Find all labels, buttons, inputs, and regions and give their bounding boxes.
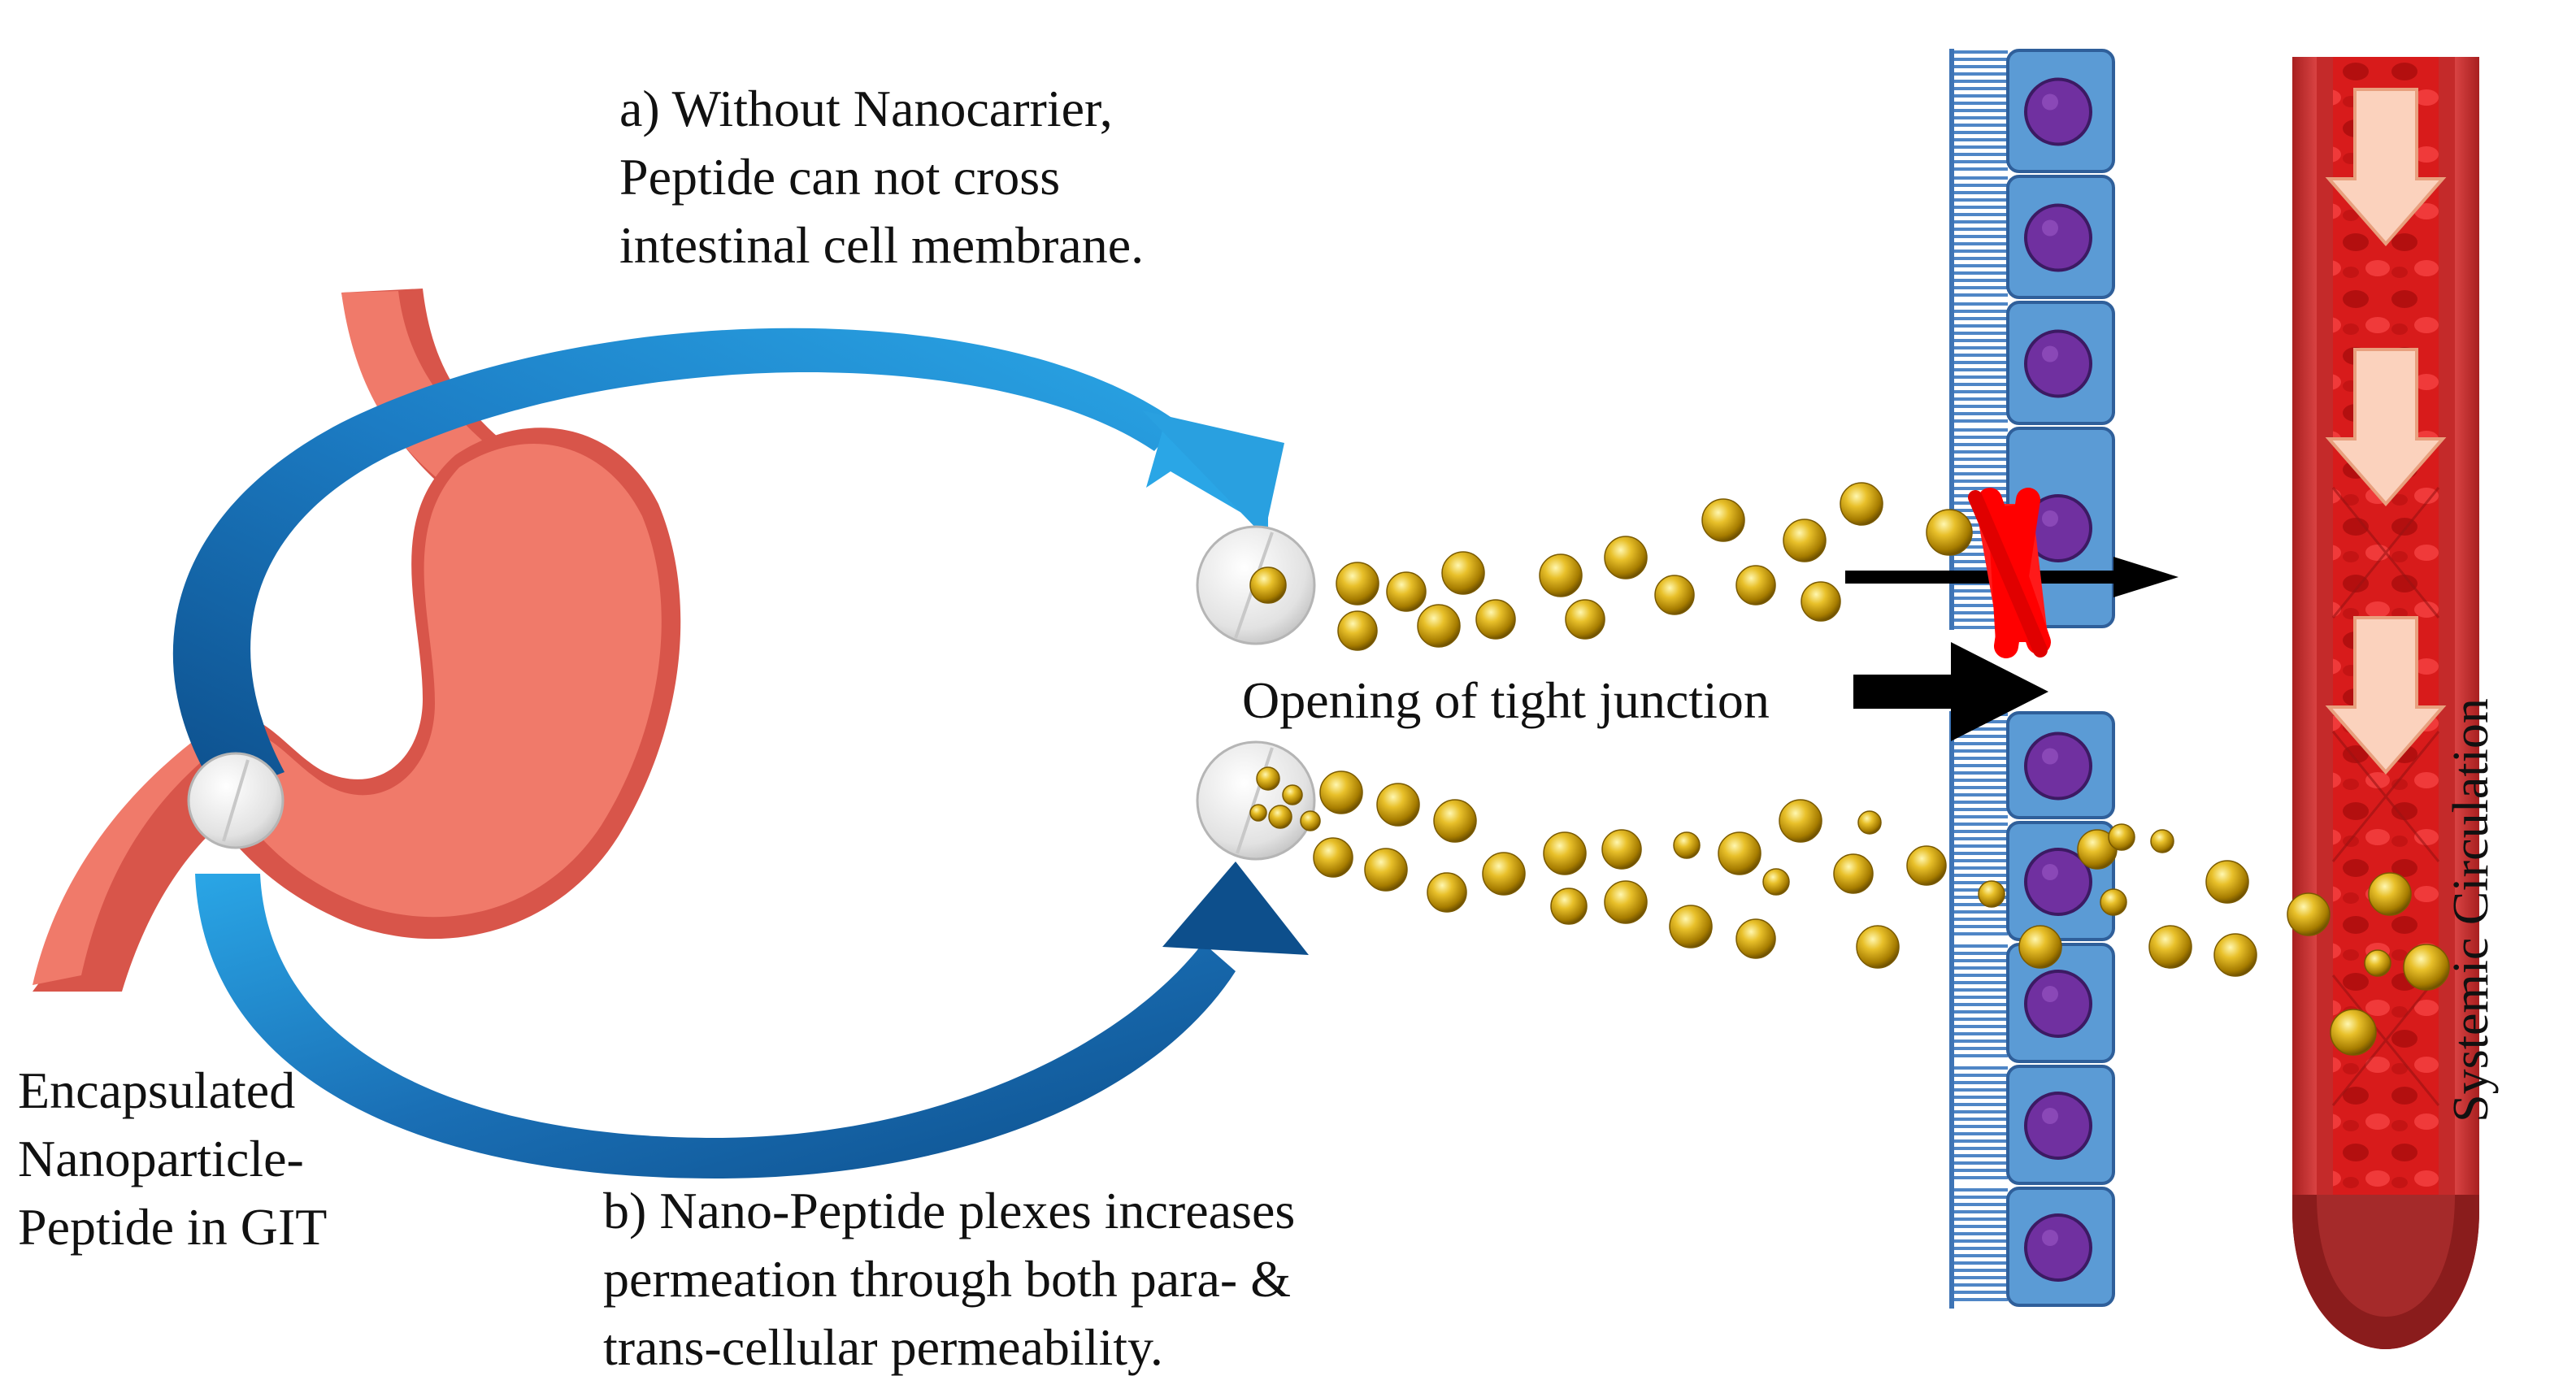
gold-sphere-icon bbox=[1249, 804, 1267, 822]
blocked-path-arrow bbox=[1845, 557, 2179, 597]
label-without-nanocarrier: a) Without Nanocarrier, Peptide can not … bbox=[619, 75, 1144, 280]
label-line: Peptide in GIT bbox=[18, 1198, 328, 1256]
epithelial-cell-icon bbox=[1949, 711, 2115, 821]
gold-sphere-icon bbox=[1565, 599, 1605, 640]
gold-sphere-icon bbox=[1319, 770, 1363, 814]
gold-sphere-icon bbox=[1735, 565, 1776, 606]
epithelial-cell-icon bbox=[1949, 1065, 2115, 1187]
gold-sphere-icon bbox=[2368, 872, 2412, 916]
gold-sphere-icon bbox=[2150, 829, 2174, 853]
gold-sphere-icon bbox=[1654, 575, 1695, 615]
label-line: intestinal cell membrane. bbox=[619, 216, 1145, 274]
gold-sphere-icon bbox=[2403, 944, 2450, 991]
gold-sphere-icon bbox=[1801, 581, 1841, 622]
tablet-icon-bottom bbox=[1196, 740, 1316, 861]
gold-sphere-icon bbox=[2330, 1009, 2377, 1056]
label-line: Encapsulated bbox=[18, 1061, 296, 1119]
gold-sphere-icon bbox=[1601, 829, 1642, 870]
flow-arrow-icon bbox=[2325, 348, 2447, 507]
label-line: permeation through both para- & bbox=[603, 1250, 1291, 1308]
gold-sphere-icon bbox=[2100, 888, 2127, 916]
label-line: Peptide can not cross bbox=[619, 148, 1061, 206]
route-b-arrow bbox=[195, 862, 1309, 1178]
gold-sphere-icon bbox=[1268, 805, 1292, 829]
route-a-arrow bbox=[172, 328, 1284, 797]
gold-sphere-icon bbox=[1779, 799, 1822, 843]
gold-sphere-icon bbox=[1701, 498, 1745, 542]
gold-sphere-icon bbox=[1833, 853, 1874, 894]
red-x-icon bbox=[1968, 488, 2051, 658]
gold-sphere-icon bbox=[2018, 925, 2062, 969]
gold-sphere-icon bbox=[1441, 551, 1485, 595]
label-systemic-circulation: Systemic Circulation bbox=[2444, 698, 2499, 1122]
label-line: b) Nano-Peptide plexes increases bbox=[603, 1182, 1296, 1239]
gold-sphere-icon bbox=[1313, 837, 1353, 878]
epithelial-cell-icon bbox=[1949, 175, 2115, 301]
gold-sphere-icon bbox=[1840, 482, 1883, 526]
gold-sphere-icon bbox=[1856, 925, 1900, 969]
flow-arrow-icon bbox=[2325, 616, 2447, 775]
label-nano-peptide: b) Nano-Peptide plexes increases permeat… bbox=[603, 1177, 1295, 1382]
gold-sphere-icon bbox=[2108, 823, 2135, 851]
gold-sphere-icon bbox=[1762, 868, 1790, 896]
gold-sphere-icon bbox=[1256, 766, 1280, 791]
gold-sphere-icon bbox=[1604, 536, 1648, 579]
gold-sphere-icon bbox=[1282, 784, 1303, 805]
gold-sphere-icon bbox=[1669, 905, 1713, 948]
gold-sphere-icon bbox=[1427, 872, 1467, 913]
gold-sphere-icon bbox=[1604, 880, 1648, 924]
gold-sphere-icon bbox=[1482, 852, 1526, 896]
gold-sphere-icon bbox=[1926, 509, 1973, 556]
gold-sphere-icon bbox=[1417, 604, 1461, 648]
gold-sphere-icon bbox=[2287, 892, 2331, 936]
gold-sphere-icon bbox=[2213, 933, 2257, 977]
gold-sphere-icon bbox=[1386, 571, 1427, 612]
gold-sphere-icon bbox=[1735, 918, 1776, 959]
label-line: trans-cellular permeability. bbox=[603, 1318, 1163, 1376]
gold-sphere-icon bbox=[1336, 562, 1379, 606]
gold-sphere-icon bbox=[1376, 783, 1420, 827]
label-encapsulated: Encapsulated Nanoparticle- Peptide in GI… bbox=[18, 1057, 327, 1261]
intestinal-epithelium bbox=[1949, 49, 2115, 1309]
gold-sphere-icon bbox=[1300, 810, 1321, 831]
gold-sphere-icon bbox=[2148, 925, 2192, 969]
gold-sphere-icon bbox=[2205, 860, 2249, 904]
gold-sphere-icon bbox=[1475, 599, 1516, 640]
gold-sphere-icon bbox=[1783, 519, 1827, 562]
gold-sphere-icon bbox=[1673, 831, 1701, 859]
gold-sphere-icon bbox=[1543, 831, 1587, 875]
gold-sphere-icon bbox=[1550, 888, 1588, 925]
flow-arrow-icon bbox=[2325, 88, 2447, 247]
label-line: a) Without Nanocarrier, bbox=[619, 80, 1113, 137]
nanoparticles bbox=[1249, 482, 2450, 1056]
gold-sphere-icon bbox=[2364, 949, 2391, 977]
gold-sphere-icon bbox=[1857, 810, 1882, 835]
gold-sphere-icon bbox=[1978, 880, 2005, 908]
gold-sphere-icon bbox=[1337, 610, 1378, 651]
gold-sphere-icon bbox=[1718, 831, 1761, 875]
gold-sphere-icon bbox=[1539, 553, 1583, 597]
gold-sphere-icon bbox=[1249, 566, 1287, 604]
gold-sphere-icon bbox=[1906, 845, 1947, 886]
epithelial-cell-icon bbox=[1949, 49, 2115, 175]
label-line: Nanoparticle- bbox=[18, 1130, 304, 1187]
tight-junction-arrow bbox=[1853, 642, 2048, 741]
gold-sphere-icon bbox=[1364, 848, 1408, 892]
epithelial-cell-icon bbox=[1949, 1187, 2115, 1309]
label-tight-junction: Opening of tight junction bbox=[1242, 671, 1770, 729]
epithelial-cell-icon bbox=[1949, 301, 2115, 427]
gold-sphere-icon bbox=[1433, 799, 1477, 843]
tablet-icon bbox=[187, 752, 285, 849]
flow-arrows bbox=[2325, 88, 2447, 775]
